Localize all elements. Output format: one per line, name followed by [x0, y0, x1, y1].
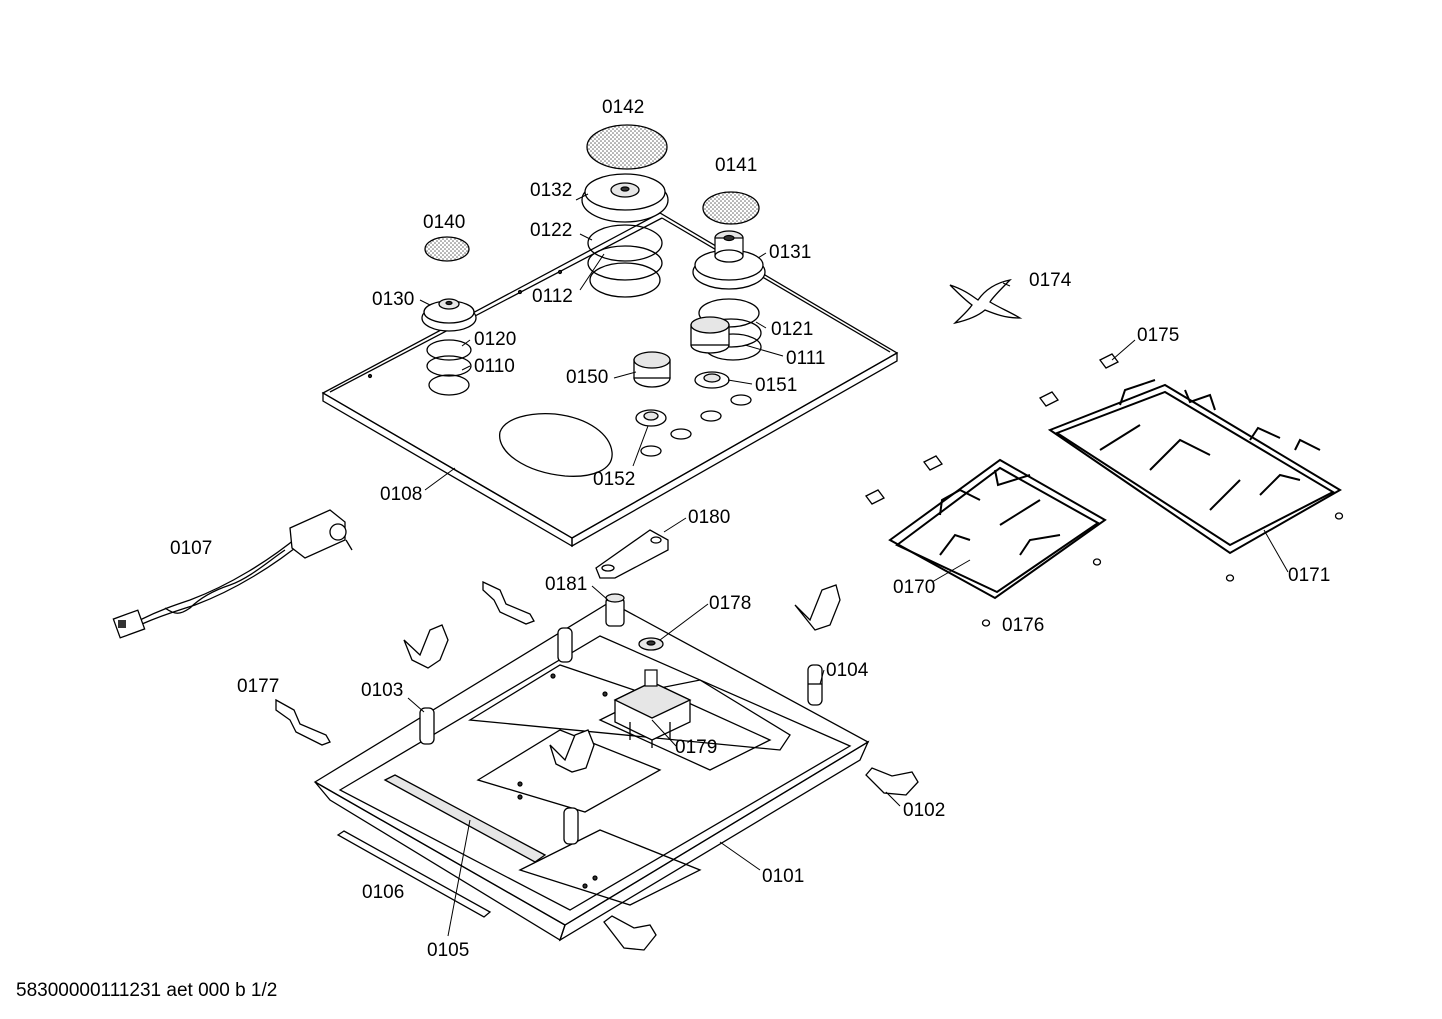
label-0176: 0176 [1002, 615, 1044, 636]
knob-sleeve [690, 316, 730, 354]
label-0107: 0107 [170, 538, 212, 559]
foot-0176 [981, 512, 1344, 627]
pan-support-0171 [1047, 379, 1342, 555]
knob-bezel-0152 [635, 409, 667, 427]
clip-0175 [865, 353, 1119, 505]
knob-0150 [633, 351, 671, 388]
label-0179: 0179 [675, 737, 717, 758]
label-0101: 0101 [762, 866, 804, 887]
seal-ring-0112 [587, 245, 663, 298]
label-0150: 0150 [566, 367, 608, 388]
label-0131: 0131 [769, 242, 811, 263]
clamp-clip [403, 584, 841, 773]
label-0178: 0178 [709, 593, 751, 614]
seal-ring-0110 [426, 355, 472, 396]
clamp-0102 [603, 767, 919, 951]
burner-cap-0142 [586, 124, 668, 170]
label-0108: 0108 [380, 484, 422, 505]
label-0102: 0102 [903, 800, 945, 821]
part-labels: 0142 0141 0132 0122 0140 0131 0112 0130 … [170, 97, 1330, 961]
seal-ring-0120 [426, 339, 472, 361]
burner-0130 [421, 298, 477, 332]
label-0132: 0132 [530, 180, 572, 201]
label-0174: 0174 [1029, 270, 1072, 291]
hob-top-plate [321, 212, 899, 548]
label-0105: 0105 [427, 940, 469, 961]
label-0180: 0180 [688, 507, 730, 528]
burner-0131 [692, 230, 766, 290]
pan-support-0170 [888, 458, 1107, 600]
ignition-module-0179 [613, 669, 692, 748]
burner-cap-0140 [424, 236, 470, 262]
clamp-0177 [275, 580, 535, 746]
label-0142: 0142 [602, 97, 644, 118]
sleeve-0181 [605, 593, 625, 627]
drawing-reference-footer: 58300000111231 aet 000 b 1/2 [16, 980, 278, 1001]
spacer-0103 [419, 627, 579, 845]
seal-strip-0106 [336, 830, 492, 918]
seal-ring-0122 [587, 224, 663, 262]
label-0171: 0171 [1288, 565, 1330, 586]
label-0120: 0120 [474, 329, 516, 350]
label-0103: 0103 [361, 680, 403, 701]
leader-lines [407, 193, 1289, 937]
bracket-0180 [595, 529, 669, 579]
label-0111: 0111 [786, 348, 825, 369]
bottom-tray-0101 [313, 601, 870, 942]
label-0141: 0141 [715, 155, 757, 176]
label-0152: 0152 [593, 469, 635, 490]
spacer-0104 [807, 664, 823, 706]
cable-grommet-0178 [638, 637, 664, 651]
heat-strip-0105 [383, 774, 547, 863]
label-0110: 0110 [474, 356, 515, 377]
label-0121: 0121 [771, 319, 813, 340]
label-0122: 0122 [530, 220, 572, 241]
power-cable-0107 [112, 509, 353, 639]
knob-bezel-0151 [694, 371, 730, 389]
label-0140: 0140 [423, 212, 465, 233]
pan-support-cross-0174 [949, 278, 1023, 325]
label-0177: 0177 [237, 676, 279, 697]
label-0106: 0106 [362, 882, 404, 903]
label-0181: 0181 [545, 574, 587, 595]
label-0104: 0104 [826, 660, 869, 681]
label-0151: 0151 [755, 375, 797, 396]
label-0175: 0175 [1137, 325, 1179, 346]
label-0130: 0130 [372, 289, 414, 310]
burner-cap-0141 [702, 191, 760, 225]
burner-0132 [581, 173, 669, 223]
label-0112: 0112 [532, 286, 573, 307]
label-0170: 0170 [893, 577, 935, 598]
